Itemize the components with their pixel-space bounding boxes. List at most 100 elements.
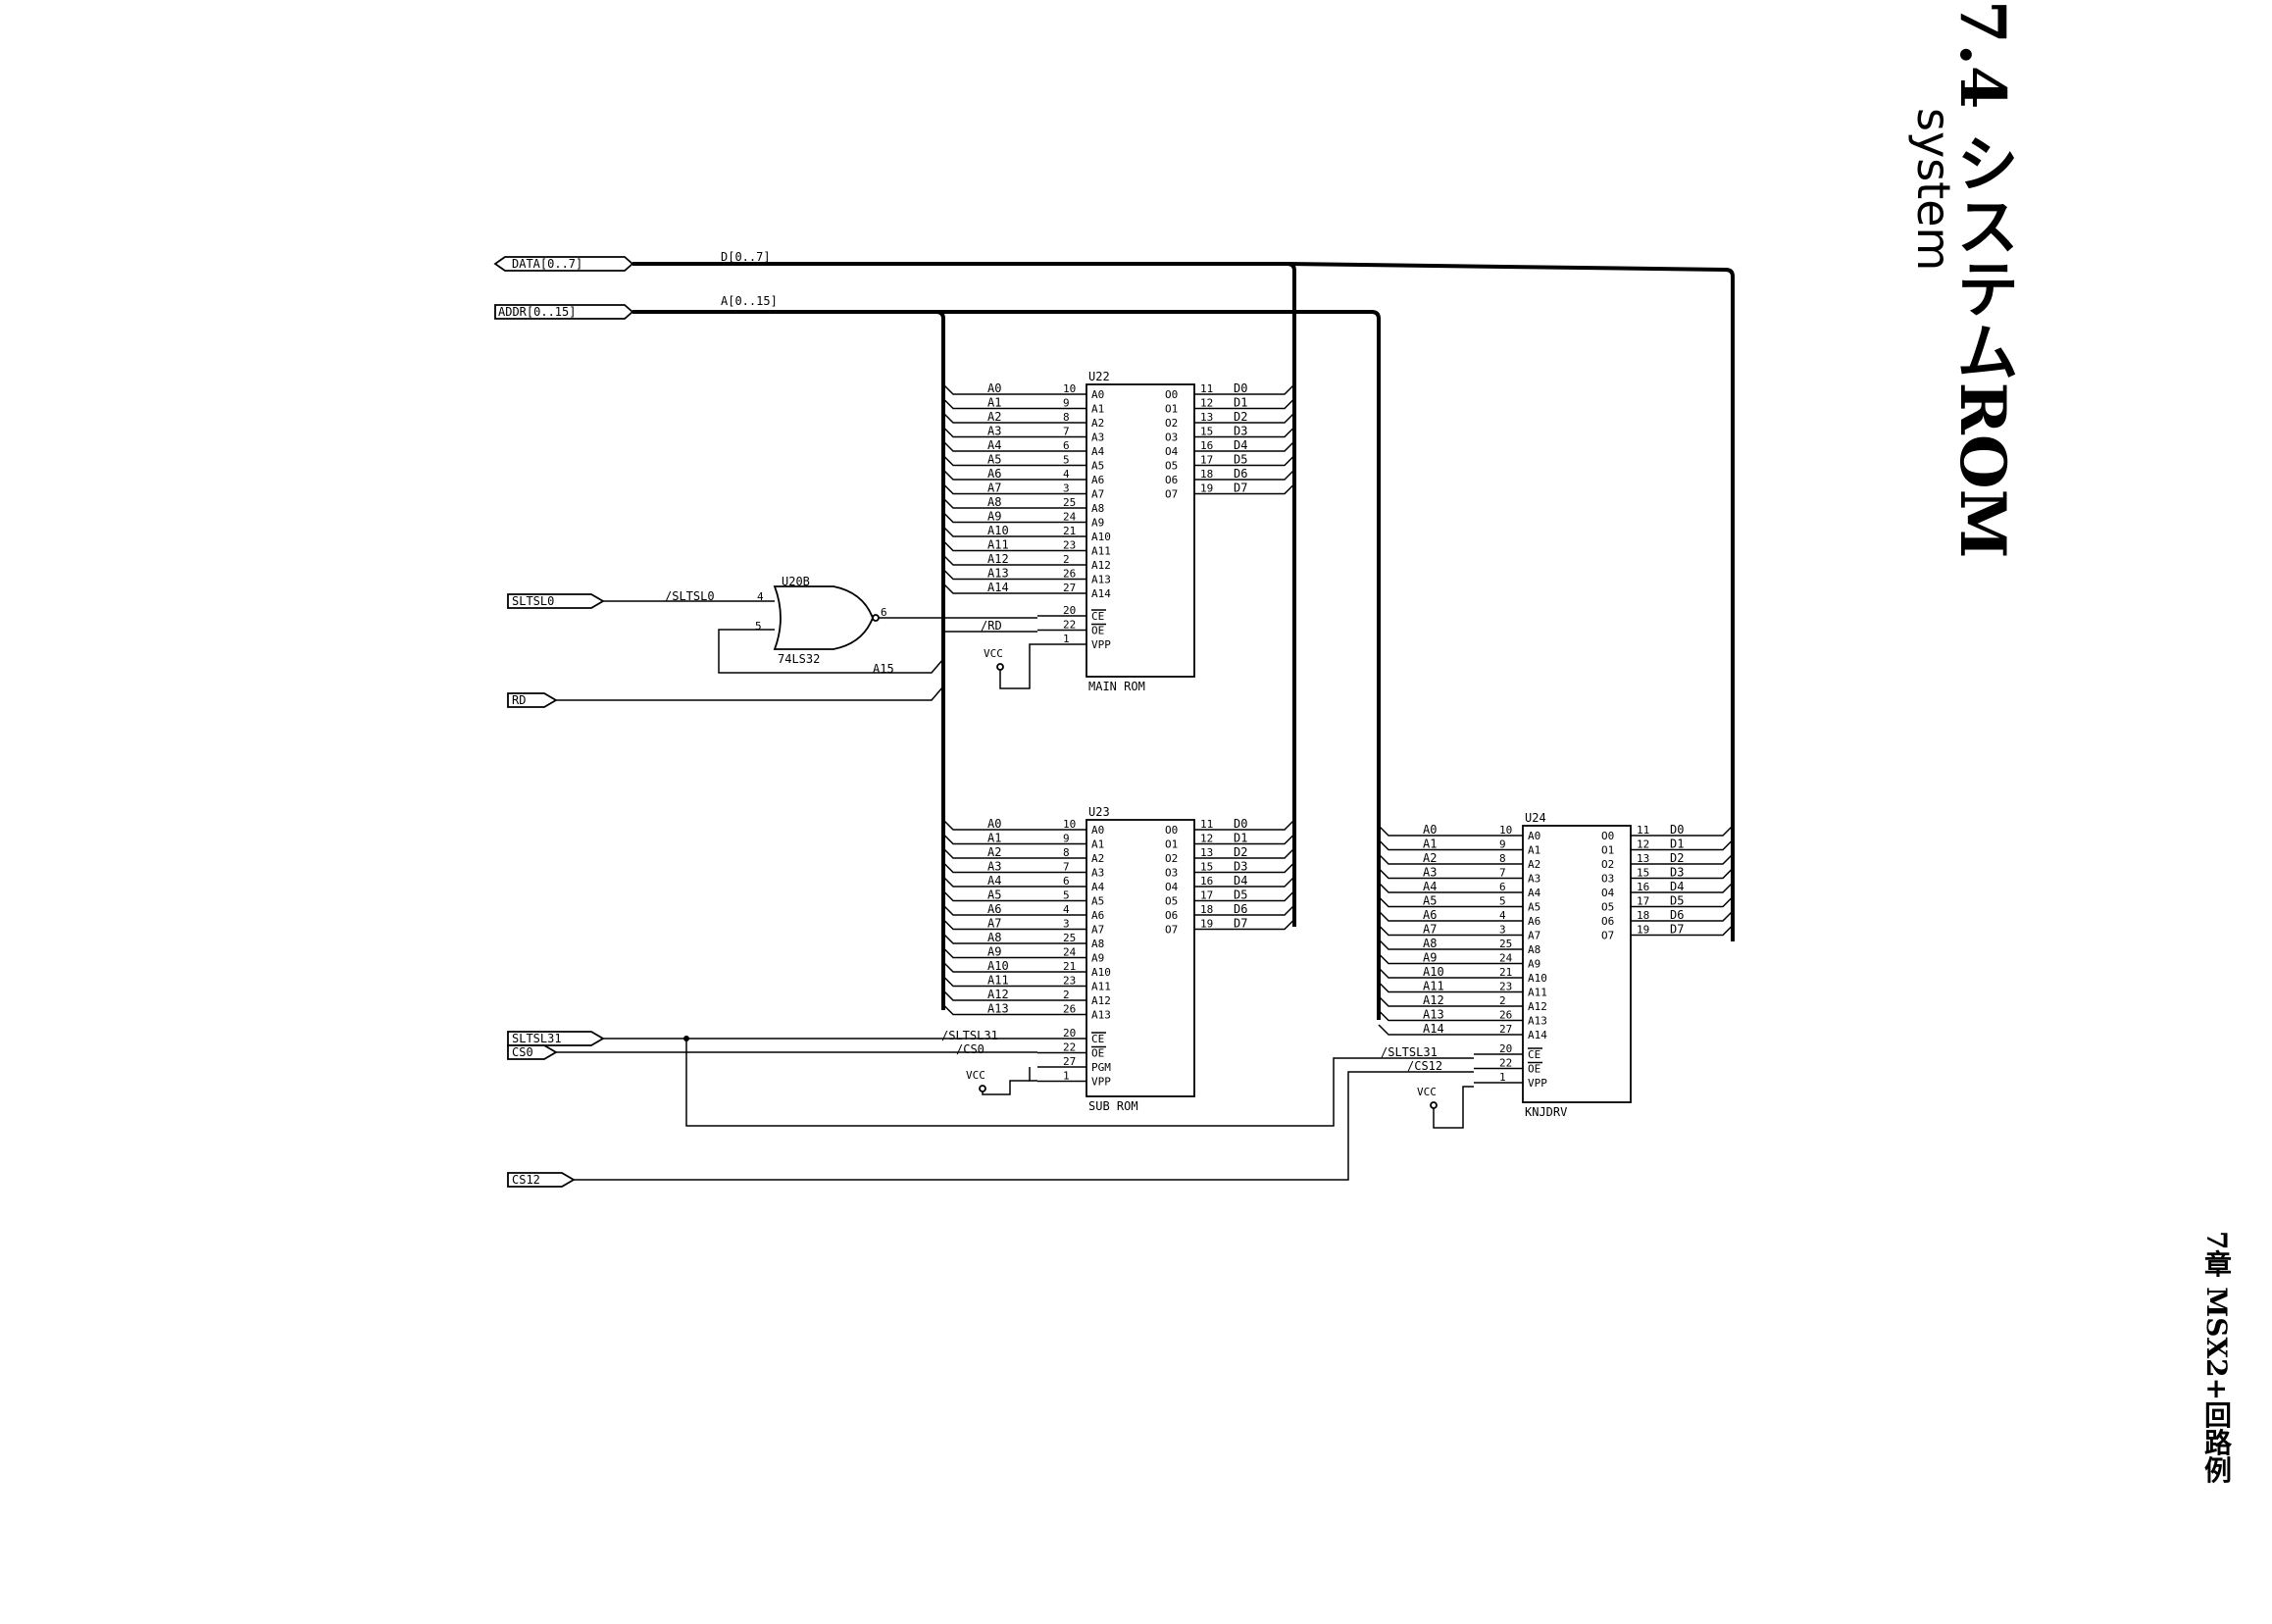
svg-text:5: 5 <box>755 620 762 633</box>
data-pin-number: 19 <box>1200 482 1213 495</box>
addr-pin-name: A5 <box>1091 460 1104 473</box>
addr-pin-name: A0 <box>1091 388 1104 401</box>
addr-pin-number: 23 <box>1063 975 1076 988</box>
addr-wire <box>942 454 1086 467</box>
data-pin-name: O7 <box>1601 930 1614 942</box>
addr-wire <box>942 412 1086 424</box>
addr-net-label: A0 <box>987 817 1001 831</box>
data-net-label: D0 <box>1234 817 1247 831</box>
addr-wire <box>1378 867 1523 880</box>
addr-net-label: A10 <box>987 959 1009 973</box>
addr-pin-number: 25 <box>1063 932 1076 944</box>
data-pin-name: O2 <box>1165 852 1178 865</box>
addr-wire <box>942 833 1086 845</box>
svg-text:RD: RD <box>512 693 526 707</box>
signal-wire <box>574 1071 1474 1181</box>
data-pin-number: 15 <box>1637 867 1649 880</box>
data-pin-name: O1 <box>1165 403 1178 416</box>
addr-pin-name: A13 <box>1528 1015 1547 1028</box>
addr-pin-name: A2 <box>1091 852 1104 865</box>
signal-wire <box>982 1080 1030 1095</box>
data-net-label: D6 <box>1670 908 1684 922</box>
addr-wire <box>942 469 1086 481</box>
addr-pin-name: A13 <box>1091 574 1111 586</box>
addr-pin-number: 21 <box>1499 966 1512 979</box>
data-pin-number: 11 <box>1200 818 1213 831</box>
addr-wire <box>942 554 1086 566</box>
data-pin-name: O4 <box>1165 445 1179 458</box>
data-pin-number: 19 <box>1200 918 1213 931</box>
addr-pin-number: 24 <box>1499 952 1513 965</box>
addr-wire <box>942 918 1086 931</box>
addr-pin-number: 2 <box>1063 553 1070 566</box>
data-pin-number: 16 <box>1200 439 1213 452</box>
data-pin-name: O7 <box>1165 488 1178 501</box>
addr-net-label: A7 <box>987 482 1001 495</box>
signal-wire <box>685 1039 1474 1127</box>
addr-pin-number: 10 <box>1063 818 1076 831</box>
svg-text:VCC: VCC <box>984 647 1003 660</box>
addr-net-label: A12 <box>987 552 1009 566</box>
addr-pin-number: 26 <box>1063 568 1076 581</box>
ctrl-pin-number: 27 <box>1063 1055 1076 1068</box>
addr-net-label: A13 <box>987 1002 1009 1016</box>
addr-net-label: A1 <box>987 396 1001 410</box>
data-wire <box>1194 383 1295 395</box>
bus-line <box>936 310 1381 1020</box>
ctrl-pin-name: OE <box>1091 625 1104 637</box>
data-net-label: D6 <box>1234 902 1247 916</box>
addr-wire <box>1378 895 1523 908</box>
addr-wire <box>942 876 1086 888</box>
data-pin-number: 18 <box>1200 903 1213 916</box>
ctrl-pin-number: 1 <box>1063 633 1070 645</box>
addr-pin-name: A5 <box>1528 901 1540 914</box>
addr-net-label: A0 <box>987 381 1001 395</box>
addr-pin-name: A1 <box>1528 844 1540 857</box>
addr-net-label: A4 <box>987 438 1001 452</box>
addr-pin-name: A1 <box>1091 838 1104 851</box>
data-pin-name: O6 <box>1601 915 1614 928</box>
addr-pin-number: 25 <box>1499 938 1512 950</box>
vcc-u23: VCC <box>966 1069 986 1092</box>
addr-net-label: A7 <box>987 917 1001 931</box>
data-pin-number: 17 <box>1637 895 1649 908</box>
data-pin-name: O4 <box>1601 887 1615 899</box>
data-wire <box>1194 454 1295 467</box>
addr-pin-name: A7 <box>1528 930 1540 942</box>
addr-pin-name: A13 <box>1091 1009 1111 1022</box>
data-pin-number: 11 <box>1200 382 1213 395</box>
addr-wire <box>1378 1024 1523 1036</box>
ctrl-pin-number: 20 <box>1063 1027 1076 1040</box>
addr-pin-number: 25 <box>1063 496 1076 509</box>
addr-pin-name: A12 <box>1091 559 1111 572</box>
data-pin-number: 13 <box>1200 411 1213 424</box>
sltsl31-net-label-u24: /SLTSL31 <box>1381 1045 1438 1059</box>
data-wire <box>1631 825 1734 837</box>
data-pin-name: O3 <box>1165 431 1178 444</box>
addr-pin-name: A8 <box>1528 943 1540 956</box>
data-wire <box>1194 819 1295 831</box>
data-net-label: D1 <box>1234 396 1247 410</box>
addr-pin-name: A3 <box>1091 867 1104 880</box>
addr-wire <box>942 933 1086 944</box>
data-pin-name: O5 <box>1165 895 1178 908</box>
addr-net-label: A12 <box>987 988 1009 1001</box>
addr-pin-number: 3 <box>1063 482 1070 495</box>
addr-wire <box>1378 1009 1523 1022</box>
port-rd: RD <box>507 692 558 708</box>
ctrl-pin-name: OE <box>1528 1063 1540 1076</box>
wire-layer <box>556 262 1735 1181</box>
addr-wire <box>942 1003 1086 1016</box>
data-pin-number: 15 <box>1200 426 1213 438</box>
port-cs0: CS0 <box>507 1044 558 1060</box>
ctrl-pin-name: VPP <box>1091 1076 1111 1089</box>
svg-text:74LS32: 74LS32 <box>778 652 820 666</box>
addr-pin-number: 23 <box>1063 539 1076 552</box>
addr-pin-number: 3 <box>1063 918 1070 931</box>
data-wire <box>1631 838 1734 851</box>
or-gate-u20b: U20B 74LS32 4 5 6 /SLTSL0 A15 <box>665 575 894 676</box>
addr-pin-name: A8 <box>1091 938 1104 950</box>
addr-pin-name: A7 <box>1091 924 1104 937</box>
data-wire <box>1631 867 1734 880</box>
